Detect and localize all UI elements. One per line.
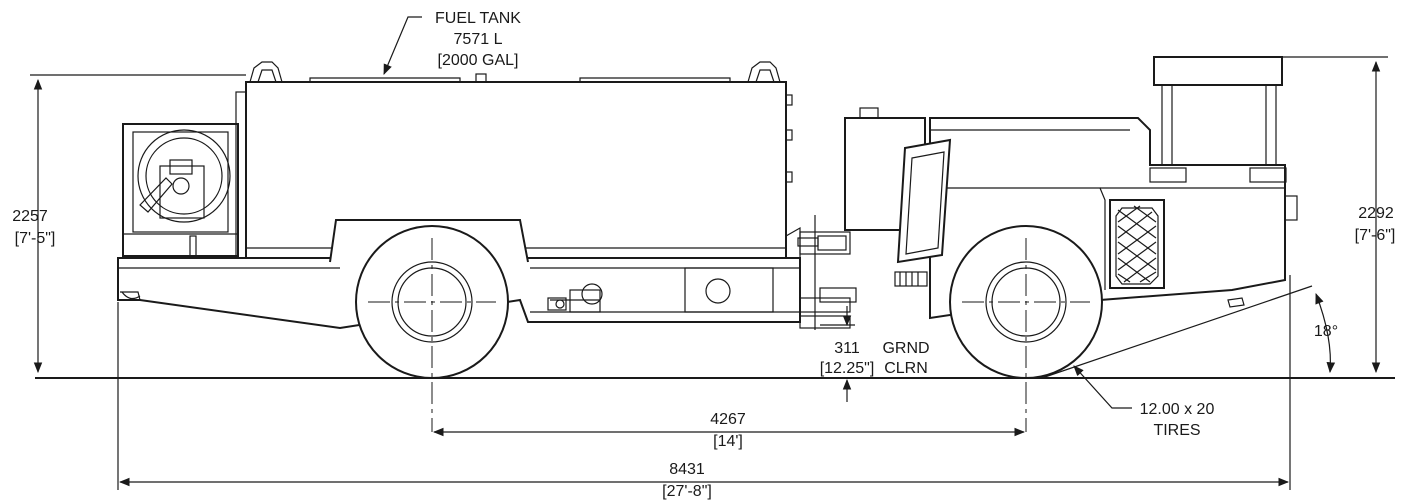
height-right-mm: 2292	[1358, 205, 1394, 222]
height-right-dimension: 2292 [7'-6"]	[1282, 56, 1396, 374]
pump-assembly	[547, 283, 603, 313]
overall-length-mm: 8431	[669, 461, 705, 478]
height-left-mm: 2257	[12, 208, 48, 225]
ground-clearance-in: [12.25"]	[820, 360, 875, 377]
rear-wheel	[329, 219, 529, 379]
height-left-dimension: 2257 [7'-5"]	[12, 74, 246, 374]
fuel-tank-callout: FUEL TANK 7571 L [2000 GAL]	[383, 10, 521, 75]
hose-reel	[122, 123, 239, 259]
tractor-unit	[844, 56, 1298, 379]
fuel-tank-litres: 7571 L	[454, 31, 503, 48]
departure-angle-value: 18°	[1314, 323, 1338, 340]
height-right-ft: [7'-6"]	[1355, 227, 1396, 244]
wheelbase-dimension: 4267 [14']	[432, 411, 1026, 450]
tires-callout: 12.00 x 20 TIRES	[1073, 365, 1215, 439]
wheelbase-mm: 4267	[710, 411, 746, 428]
wheel-center-lines	[368, 238, 1090, 432]
ground-clearance-grnd: GRND	[882, 340, 929, 357]
tires-label: TIRES	[1153, 422, 1200, 439]
wheelbase-ft: [14']	[713, 433, 743, 450]
ground-clearance-dimension: 311 [12.25"] GRND CLRN	[820, 306, 930, 402]
overall-length-dimension: 8431 [27'-8"]	[117, 275, 1291, 500]
departure-angle: 18°	[1041, 285, 1338, 379]
ground-clearance-mm: 311	[834, 340, 860, 357]
fuel-tank-gallons: [2000 GAL]	[438, 52, 519, 69]
tires-size: 12.00 x 20	[1140, 401, 1215, 418]
hitch	[797, 215, 857, 330]
height-left-ft: [7'-5"]	[15, 230, 56, 247]
ground-clearance-clrn: CLRN	[884, 360, 928, 377]
fuel-tank-label: FUEL TANK	[435, 10, 521, 27]
overall-length-ft: [27'-8"]	[662, 483, 712, 500]
